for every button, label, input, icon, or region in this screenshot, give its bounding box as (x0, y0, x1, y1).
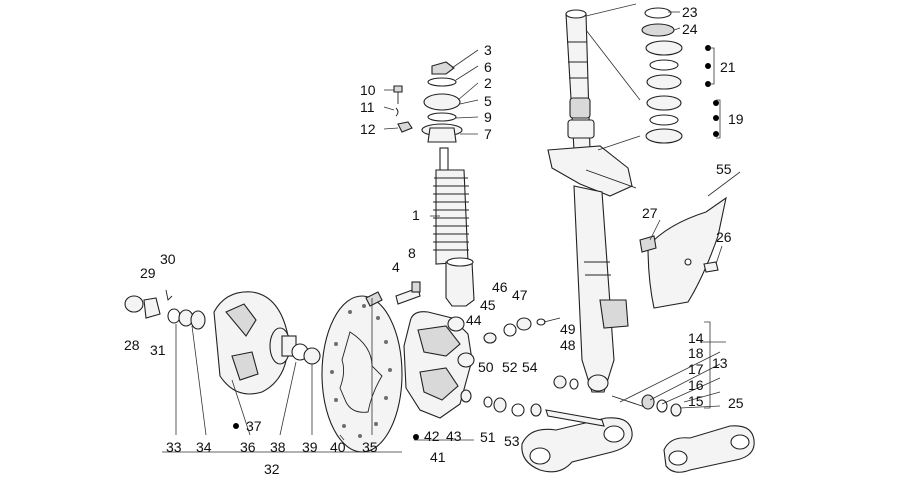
callout-24: 24 (682, 21, 698, 37)
callout-47: 47 (512, 287, 528, 303)
callout-8: 8 (408, 245, 416, 261)
callout-29: 29 (140, 265, 156, 281)
callout-54: 54 (522, 359, 538, 375)
callout-32: 32 (264, 461, 280, 477)
group-markers (233, 45, 721, 440)
callout-42: 42 (424, 428, 440, 444)
callout-26: 26 (716, 229, 732, 245)
leader-lines (162, 11, 741, 453)
callout-11: 11 (360, 99, 375, 115)
callout-52: 52 (502, 359, 518, 375)
callout-41: 41 (430, 449, 446, 465)
callout-53: 53 (504, 433, 520, 449)
mudguard-bracket (639, 196, 727, 309)
headset-bearings (641, 7, 683, 144)
callout-27: 27 (642, 205, 658, 221)
callout-38: 38 (270, 439, 286, 455)
callout-30: 30 (160, 251, 176, 267)
callout-45: 45 (480, 297, 496, 313)
callout-18: 18 (688, 345, 704, 361)
callout-37: 37 (246, 418, 262, 434)
callout-31: 31 (150, 342, 166, 358)
callout-35: 35 (362, 439, 378, 455)
callout-44: 44 (466, 312, 482, 328)
callout-10: 10 (360, 82, 376, 98)
brake-disc (321, 291, 403, 453)
callout-50: 50 (478, 359, 494, 375)
callout-21: 21 (720, 59, 736, 75)
callout-40: 40 (330, 439, 346, 455)
callout-14: 14 (688, 330, 704, 346)
callout-34: 34 (196, 439, 212, 455)
callout-49: 49 (560, 321, 576, 337)
callout-36: 36 (240, 439, 256, 455)
callout-33: 33 (166, 439, 182, 455)
callout-28: 28 (124, 337, 140, 353)
callout-55: 55 (716, 161, 732, 177)
callout-1: 1 (412, 207, 420, 223)
callout-17: 17 (688, 361, 704, 377)
callout-2: 2 (484, 75, 492, 91)
callout-9: 9 (484, 109, 492, 125)
callout-19: 19 (728, 111, 744, 127)
callout-5: 5 (484, 93, 492, 109)
callout-23: 23 (682, 4, 698, 20)
caliper-bracket (395, 281, 561, 419)
callout-25: 25 (728, 395, 744, 411)
callout-7: 7 (484, 126, 492, 142)
callout-3: 3 (484, 42, 492, 58)
swing-link-arm (521, 375, 755, 473)
callout-48: 48 (560, 337, 576, 353)
callout-4: 4 (392, 259, 400, 275)
callout-labels: 1 2 3 4 5 6 7 8 9 10 11 12 13 14 15 16 1… (124, 4, 744, 477)
callout-15: 15 (688, 393, 704, 409)
callout-43: 43 (446, 428, 462, 444)
callout-16: 16 (688, 377, 704, 393)
wheel-hub (124, 289, 321, 395)
callout-46: 46 (492, 279, 508, 295)
callout-51: 51 (480, 429, 496, 445)
callout-39: 39 (302, 439, 318, 455)
callout-6: 6 (484, 59, 492, 75)
callout-12: 12 (360, 121, 376, 137)
callout-13: 13 (712, 355, 728, 371)
shock-absorber (393, 61, 475, 307)
steering-fork (547, 3, 641, 393)
